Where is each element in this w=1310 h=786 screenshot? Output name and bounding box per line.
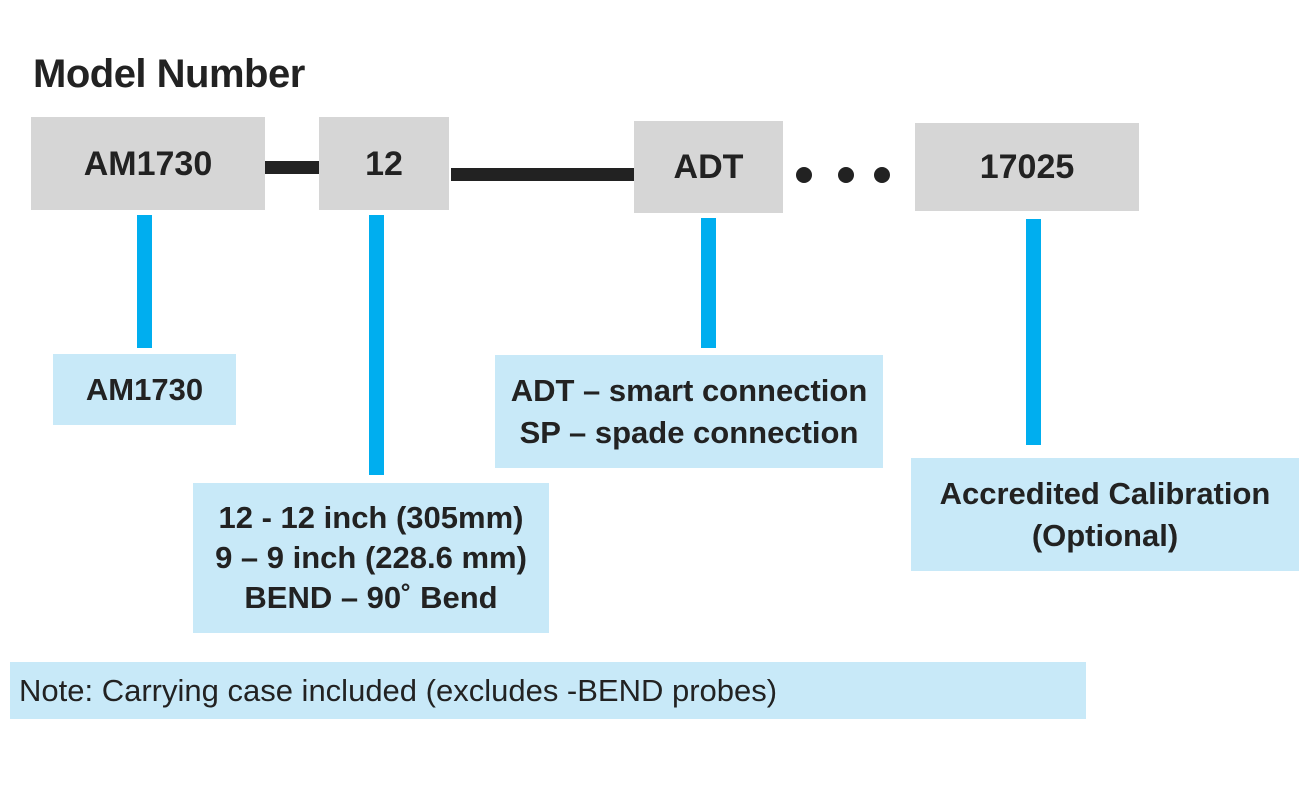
- diagram-title: Model Number: [33, 52, 305, 96]
- desc-calibration-line-2: (Optional): [1031, 517, 1179, 553]
- ellipsis-dot-1: [796, 167, 812, 183]
- connector-dash-2: [451, 168, 634, 181]
- code-box-connection: ADT: [634, 121, 783, 213]
- stem-length: [369, 215, 384, 475]
- code-calibration-label: 17025: [979, 148, 1075, 186]
- desc-calibration-line-1: Accredited Calibration: [939, 475, 1271, 511]
- desc-length-line-3: BEND – 90˚ Bend: [244, 580, 498, 616]
- code-model-label: AM1730: [83, 144, 213, 183]
- ellipsis-dot-3: [874, 167, 890, 183]
- desc-connection-line-1: ADT – smart connection: [510, 372, 868, 408]
- ellipsis-dot-2: [838, 167, 854, 183]
- desc-box-model: AM1730: [53, 354, 236, 425]
- note-box: Note: Carrying case included (excludes -…: [10, 662, 1086, 719]
- code-box-length: 12: [319, 117, 449, 210]
- desc-box-length: 12 - 12 inch (305mm) 9 – 9 inch (228.6 m…: [193, 483, 549, 633]
- desc-model-line-1: AM1730: [85, 371, 204, 407]
- code-connection-label: ADT: [673, 148, 744, 186]
- code-length-label: 12: [365, 144, 403, 183]
- code-box-model: AM1730: [31, 117, 265, 210]
- desc-box-connection: ADT – smart connection SP – spade connec…: [495, 355, 883, 468]
- desc-box-calibration: Accredited Calibration (Optional): [911, 458, 1299, 571]
- note-text: Note: Carrying case included (excludes -…: [19, 672, 778, 708]
- stem-calibration: [1026, 219, 1041, 445]
- desc-connection-line-2: SP – spade connection: [519, 414, 859, 450]
- desc-length-line-2: 9 – 9 inch (228.6 mm): [215, 539, 527, 575]
- code-box-calibration: 17025: [915, 123, 1139, 211]
- stem-model: [137, 215, 152, 348]
- desc-length-line-1: 12 - 12 inch (305mm): [218, 499, 524, 535]
- connector-dash-1: [265, 161, 319, 174]
- stem-connection: [701, 218, 716, 348]
